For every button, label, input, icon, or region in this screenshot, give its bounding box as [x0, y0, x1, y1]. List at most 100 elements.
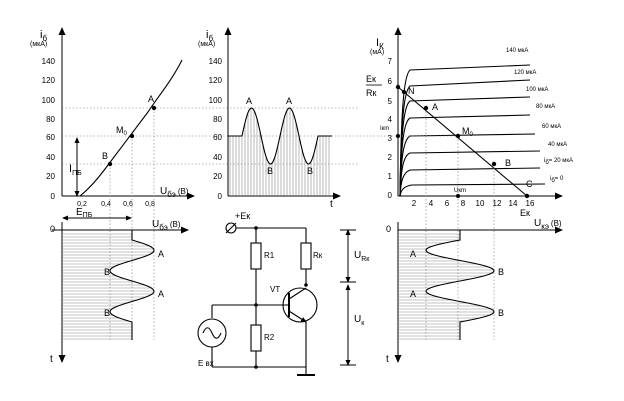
tick-label: 0,8	[145, 201, 155, 208]
curve-label-0: iб= 0	[550, 176, 564, 184]
tick-label: 6	[388, 77, 393, 86]
tick-label: 20	[46, 172, 55, 181]
ib-ticks: 140 120 100 80 60 40 20 0	[42, 57, 56, 201]
output-voltage-wave	[425, 230, 495, 340]
tick-label: 0,4	[101, 201, 111, 208]
wave-point-b-label: B	[104, 267, 110, 277]
point-m0-marker	[455, 133, 461, 139]
ukm-marker	[456, 194, 460, 198]
tick-label: 100	[209, 96, 223, 105]
ib-ticks-2: 140 120 100 80 60 40 20 0	[209, 57, 223, 201]
tick-label: 0,6	[123, 201, 133, 208]
tick-label: 40	[46, 153, 55, 162]
epb-label: EПБ	[76, 207, 93, 219]
wave-point-a-label: A	[158, 289, 164, 299]
curve-ib-60	[399, 133, 536, 197]
curve-ib-0	[399, 183, 546, 197]
tick-label: 8	[461, 199, 466, 208]
wave-point-b-label: B	[498, 267, 504, 277]
ib-axis-unit: (мкА)	[30, 41, 47, 48]
wave-point-a-label: A	[158, 249, 164, 259]
tick-label: 5	[388, 97, 393, 106]
wave-point-b-label: B	[307, 166, 313, 176]
rk-label: Rк	[313, 251, 323, 260]
ib-axis-label: iб	[40, 29, 47, 43]
ik-axis-label: IК	[376, 37, 384, 51]
load-line	[397, 86, 528, 197]
resistor-r2	[250, 324, 262, 352]
ek-rk-numerator: Eк	[366, 74, 376, 84]
tick-label: 10	[476, 199, 485, 208]
ube-axis-label-2: Uбэ(В)	[152, 219, 181, 232]
tick-label: 120	[42, 76, 56, 85]
curve-ib-20	[399, 167, 541, 197]
ikm-label: Iкm	[380, 126, 389, 132]
supply-label: +Eк	[235, 211, 250, 221]
input-voltage-hatching	[63, 233, 154, 340]
ube-ticks: 0,2 0,4 0,6 0,8	[77, 201, 155, 208]
resistor-rk	[300, 242, 312, 270]
base-current-graph: iб (мкА) 140 120 100 80 60 40 20 0 A A B…	[198, 27, 341, 210]
tick-label: 4	[388, 115, 393, 124]
uke-ticks: 2 4 6 8 10 12 14 16	[412, 199, 535, 208]
tick-label: 6	[445, 199, 450, 208]
ik-axis-unit: (мА)	[370, 49, 384, 56]
tick-label: 120	[209, 76, 223, 85]
vt-label: VT	[270, 285, 280, 294]
curve-ib-100	[399, 96, 531, 197]
tick-label: 3	[388, 134, 393, 143]
point-a-label: A	[432, 102, 438, 112]
input-voltage-graph: Uбэ(В) EПБ 0 t A B A B	[50, 207, 189, 365]
tick-label: 2	[388, 153, 393, 162]
point-m0-marker	[129, 133, 135, 139]
tick-label: 14	[509, 199, 518, 208]
tick-label: 0,2	[77, 201, 87, 208]
input-voltage-wave	[109, 230, 155, 340]
time-label-2: t	[330, 199, 333, 210]
tick-label: 2	[412, 199, 417, 208]
point-c-label: C	[526, 179, 533, 189]
point-m0-label: M0	[116, 125, 128, 137]
wave-point-b-label: B	[498, 308, 504, 318]
tick-label: 140	[42, 57, 56, 66]
input-characteristic-curve	[79, 59, 183, 197]
ipb-label: IПБ	[69, 163, 82, 177]
r2-label: R2	[264, 333, 275, 342]
tick-label: 80	[213, 115, 222, 124]
base-current-wave	[228, 107, 332, 165]
curve-label-140: 140 мкА	[506, 48, 528, 54]
wave-point-a-label: A	[246, 96, 252, 106]
point-a-marker	[151, 105, 157, 111]
base-signal-hatching	[229, 108, 330, 196]
evx-label: E вх	[198, 359, 214, 368]
zero-label-4: 0	[50, 224, 55, 234]
tick-label: 1	[388, 172, 393, 181]
point-a-marker	[423, 105, 429, 111]
wave-point-a-label: A	[410, 289, 416, 299]
point-n-label: N	[408, 86, 415, 96]
tick-label: 4	[429, 199, 434, 208]
point-c-marker	[524, 193, 530, 199]
tick-label: 100	[42, 96, 56, 105]
point-b-label: B	[505, 158, 511, 168]
curve-label-40: 40 мкА	[548, 142, 567, 148]
point-b-label: B	[102, 151, 108, 161]
wave-point-b-label: B	[267, 166, 273, 176]
curve-label-60: 60 мкА	[542, 124, 561, 130]
tick-label: 7	[388, 57, 393, 66]
tick-label: 0	[388, 191, 393, 200]
output-voltage-graph: Uкэ(В) 0 t A B A B	[386, 218, 563, 365]
r1-label: R1	[264, 251, 275, 260]
point-b-marker	[491, 161, 497, 167]
tick-label: 0	[51, 192, 56, 201]
tick-label: 80	[46, 115, 55, 124]
uke-axis-label-2: Uкэ(В)	[534, 218, 562, 231]
tick-label: 60	[213, 133, 222, 142]
ik-ticks: 7 6 5 4 3 2 1 0	[388, 57, 393, 200]
point-m0-label: M0	[462, 126, 474, 138]
input-characteristic-graph: iб (мкА) 140 120 100 80 60 40 20 0 0,2 0…	[30, 27, 400, 340]
wave-point-a-label: A	[410, 249, 416, 259]
curve-label-120: 120 мкА	[514, 70, 536, 76]
tick-label: 40	[213, 153, 222, 162]
